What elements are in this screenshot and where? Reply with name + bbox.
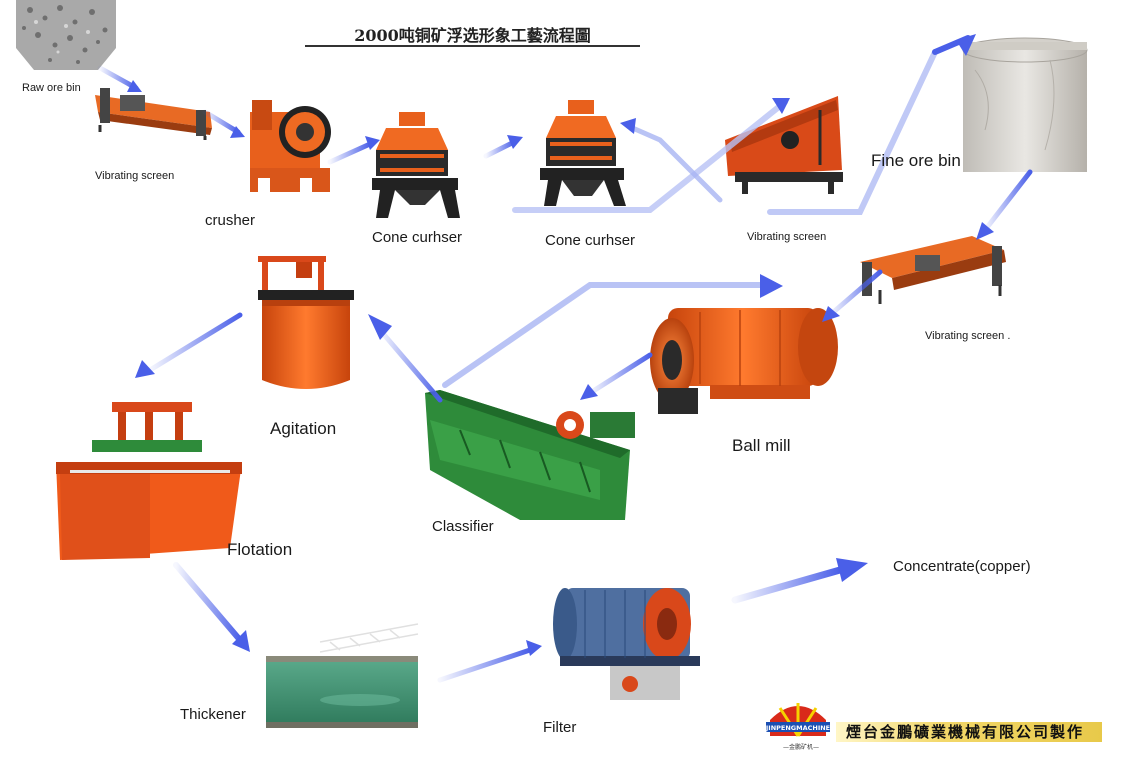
arrow-screen2-to-cone2 xyxy=(625,123,723,203)
vibrating-screen-3-image xyxy=(860,236,1006,304)
label-thickener: Thickener xyxy=(180,706,246,723)
arrow-screen3-to-mill xyxy=(827,269,883,318)
logo-text: JINPENGMACHINE xyxy=(765,724,830,732)
label-flotation: Flotation xyxy=(227,540,293,559)
jaw-crusher-image xyxy=(250,100,331,192)
arrow-classifier-to-agitation xyxy=(377,327,443,403)
thickener-image xyxy=(266,623,419,728)
label-cone-crusher-1: Cone curhser xyxy=(372,229,463,246)
ball-mill-image xyxy=(650,308,838,414)
filter-image xyxy=(553,588,700,700)
label-concentrate: Concentrate(copper) xyxy=(893,558,1031,575)
arrow-screen2-to-bin xyxy=(767,49,938,215)
cone-crusher-2-image xyxy=(540,100,626,206)
label-vibrating-screen-2: Vibrating screen xyxy=(747,231,827,243)
label-classifier: Classifier xyxy=(432,518,494,535)
arrow-crusher-to-cone1 xyxy=(327,141,373,165)
arrow-mill-to-classifier xyxy=(587,352,653,396)
arrow-agitation-to-flotation xyxy=(147,312,243,373)
title-underline xyxy=(305,45,640,47)
flotation-machine-image xyxy=(56,402,242,560)
vibrating-screen-1-image xyxy=(95,88,212,140)
diagram-title: 2000吨铜矿浮选形象工藝流程圖 xyxy=(354,26,591,45)
label-crusher: crusher xyxy=(205,212,256,229)
label-raw-ore-bin: Raw ore bin xyxy=(22,82,81,94)
company-name: 煙台金鵬礦業機械有限公司製作 xyxy=(846,723,1085,741)
fine-ore-bin-image xyxy=(962,37,1088,172)
label-agitation: Agitation xyxy=(270,419,337,438)
agitation-tank-image xyxy=(258,256,354,389)
footer-band xyxy=(836,722,1102,742)
vibrating-screen-2-image xyxy=(725,96,843,194)
label-fine-ore-bin: Fine ore bin xyxy=(871,151,961,170)
arrow-cone1-to-cone2 xyxy=(483,139,517,159)
arrow-filter-to-concentrate xyxy=(731,566,844,604)
label-cone-crusher-2: Cone curhser xyxy=(545,232,636,249)
arrow-bin-to-screen3 xyxy=(982,169,1033,233)
flow-arrows xyxy=(97,34,1033,683)
arrow-flotation-to-thickener xyxy=(173,562,243,643)
label-filter: Filter xyxy=(543,719,577,736)
cone-crusher-1-image xyxy=(372,112,460,218)
label-ball-mill: Ball mill xyxy=(732,436,791,455)
logo-caption: —金鹏矿机— xyxy=(782,744,819,751)
arrow-cone2-to-screen2 xyxy=(512,99,788,213)
arrow-raw-to-screen xyxy=(97,65,139,91)
arrow-classifier-to-mill xyxy=(442,282,763,388)
raw-ore-bin-image xyxy=(16,0,116,70)
label-vibrating-screen-1: Vibrating screen xyxy=(95,170,175,182)
label-vibrating-screen-3: Vibrating screen . xyxy=(925,330,1011,342)
arrow-screen-to-crusher xyxy=(202,109,241,135)
arrow-thickener-to-filter xyxy=(437,647,533,683)
classifier-image xyxy=(425,390,635,520)
jinpeng-logo: JINPENGMACHINE xyxy=(765,703,830,737)
